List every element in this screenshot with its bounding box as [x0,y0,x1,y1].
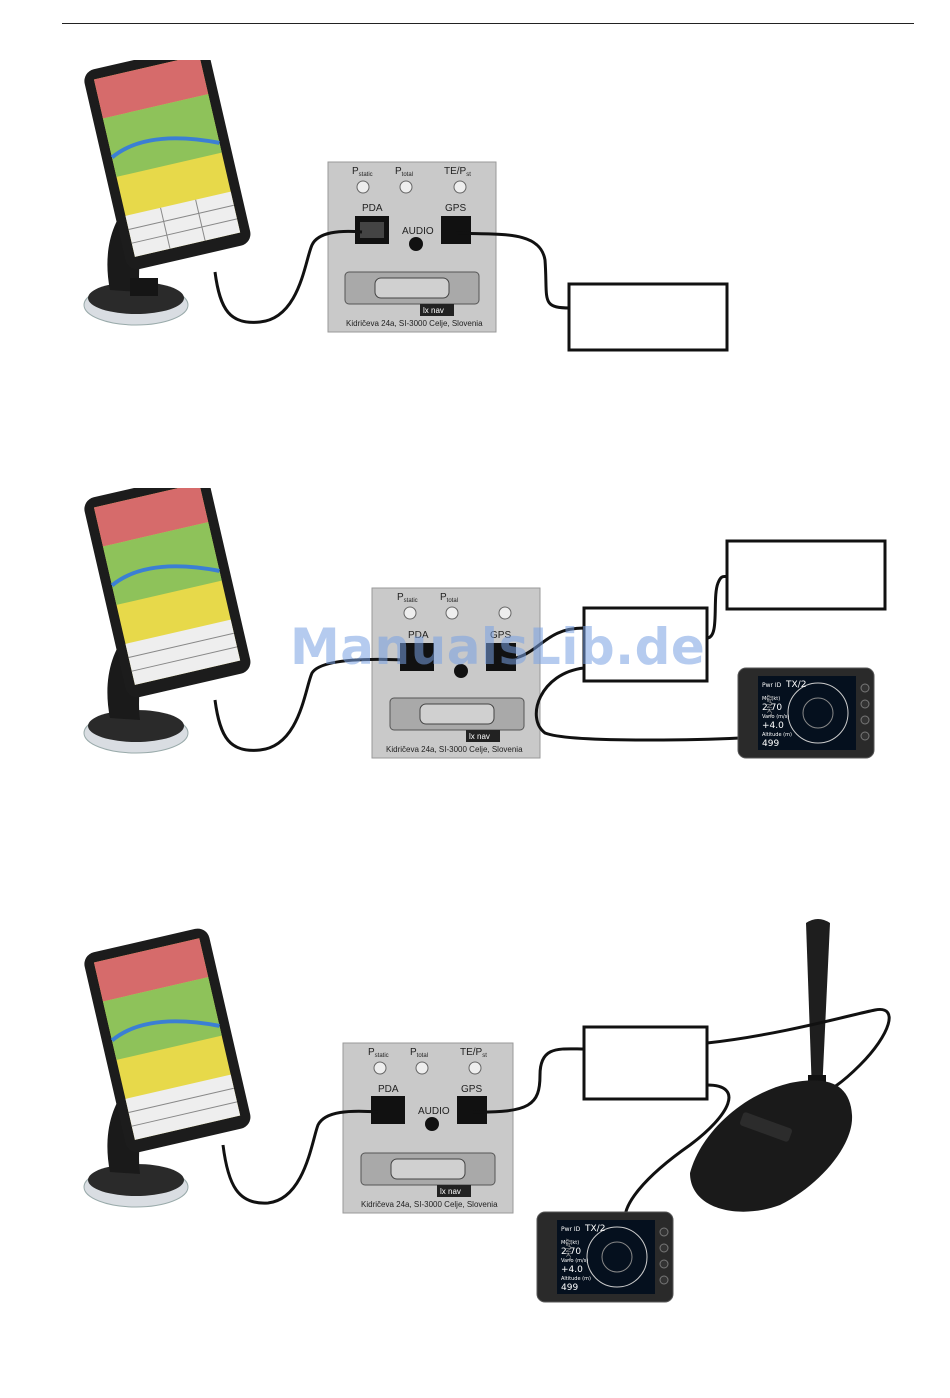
audio-port-label: AUDIO [402,226,434,237]
lxnav-logo [420,304,454,316]
gps-cable [455,231,571,310]
svg-text:+4.0: +4.0 [561,1265,583,1275]
remote-display: Pwr ID TX/2 MC (kt) 2.70 Vario (m/s) +4.… [737,667,875,759]
svg-text:Pwr ID: Pwr ID [762,682,782,689]
display-cable [623,1083,731,1219]
remote-display: Pwr ID TX/2 MC (kt) 2.70 Vario (m/s) +4.… [536,1211,674,1303]
svg-text:Altitude (m): Altitude (m) [762,732,792,738]
svg-text:MC (kt): MC (kt) [561,1240,579,1246]
p-total-label: Ptotal [395,166,413,178]
pda-device [83,488,251,754]
svg-text:499: 499 [762,739,779,749]
svg-text:Vario (m/s): Vario (m/s) [762,714,789,720]
diagram-pda-splitter-display: Pstatic Ptotal PDA GPS lx nav Kidričeva … [0,488,950,778]
audio-jack [409,237,423,251]
gps-port-label: GPS [461,1084,482,1095]
address-text: Kidričeva 24a, SI-3000 Celje, Slovenia [361,1200,498,1209]
p-static-label: Pstatic [352,166,373,178]
audio-port-label: AUDIO [418,1106,450,1117]
diagram-pda-splitter-flarm: Pstatic Ptotal TE/Pst PDA AUDIO GPS lx n… [0,915,950,1310]
svg-text:Vario (m/s): Vario (m/s) [561,1258,588,1264]
svg-text:lx nav: lx nav [440,1187,461,1196]
empty-box [725,539,887,611]
svg-text:TX/2: TX/2 [584,1224,605,1234]
pda-port-label: PDA [378,1084,399,1095]
vario-panel: Pstatic Ptotal TE/Pst PDA AUDIO GPS lx n… [342,1042,514,1214]
svg-text:Altitude (m): Altitude (m) [561,1276,591,1282]
pda-port-label: PDA [408,630,429,641]
antenna-cable [706,1008,891,1097]
header-rule [62,23,914,24]
gps-cable [471,1047,586,1114]
te-label: TE/Pst [444,166,471,178]
vario-panel: Pstatic Ptotal PDA GPS lx nav Kidričeva … [371,587,541,759]
svg-text:2.70: 2.70 [762,703,782,713]
splitter-box [582,1025,709,1101]
svg-text:LXNAV: LXNAV [566,1238,573,1261]
pda-cable [213,229,363,324]
gps-port-label: GPS [490,630,511,641]
p-static-label: Pstatic [397,592,418,604]
gps-cable [499,626,585,662]
pda-device [83,928,251,1208]
gps-port-label: GPS [445,203,466,214]
svg-text:lx nav: lx nav [469,732,490,741]
vario-panel: Pstatic Ptotal TE/Pst PDA AUDIO GPS lx n… [327,161,497,333]
display-cable [534,666,741,742]
empty-box [567,282,729,352]
p-static-label: Pstatic [368,1047,389,1059]
te-label: TE/Pst [460,1047,487,1059]
pda-port-label: PDA [362,203,383,214]
svg-text:lx nav: lx nav [423,306,444,315]
flarm-unit [690,1080,853,1212]
address-text: Kidričeva 24a, SI-3000 Celje, Slovenia [346,319,483,328]
p-total-label: Ptotal [410,1047,428,1059]
pda-cable [213,657,406,752]
svg-text:LXNAV: LXNAV [767,694,774,717]
antenna [806,919,830,1097]
pda-device [83,60,251,326]
splitter-box [582,606,709,683]
pda-cable [221,1109,379,1205]
svg-text:2.70: 2.70 [561,1247,581,1257]
diagram-pda-gps: Pstatic Ptotal TE/Pst PDA AUDIO GPS lx n… [0,60,950,360]
svg-text:Pwr ID: Pwr ID [561,1226,581,1233]
address-text: Kidričeva 24a, SI-3000 Celje, Slovenia [386,745,523,754]
splitter-out-cable [706,574,729,640]
svg-text:499: 499 [561,1283,578,1293]
gps-port [441,216,471,244]
svg-text:+4.0: +4.0 [762,721,784,731]
svg-text:MC (kt): MC (kt) [762,696,780,702]
p-total-label: Ptotal [440,592,458,604]
svg-text:TX/2: TX/2 [785,680,806,690]
